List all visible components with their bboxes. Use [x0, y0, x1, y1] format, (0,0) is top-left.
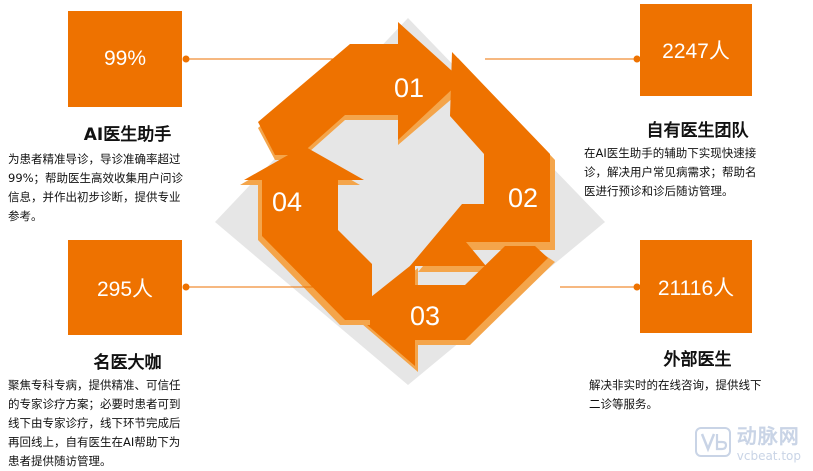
vb-logo-icon — [694, 426, 731, 457]
step-label-01: 01 — [394, 73, 425, 103]
watermark: 动脉网 vcbeat.top — [694, 420, 801, 463]
desc-external-doctors: 解决非实时的在线咨询，提供线下 二诊等服务。 — [589, 376, 809, 414]
desc-line: 99%；帮助医生高效收集用户问诊 — [8, 171, 184, 185]
title-famous-doctors: 名医大咖 — [93, 353, 162, 373]
connector-dot — [182, 283, 190, 291]
desc-line: 解决非实时的在线咨询，提供线下 — [589, 378, 762, 392]
stat-box-external-doctors: 21116人 — [640, 240, 752, 333]
desc-line: 参考。 — [8, 209, 43, 223]
desc-ai-assistant: 为患者精准导诊，导诊准确率超过 99%；帮助医生高效收集用户问诊 信息，并作出初… — [8, 150, 248, 226]
desc-line: 聚焦专科专病，提供精准、可信任 — [8, 378, 181, 392]
arrow-01 — [258, 22, 468, 160]
desc-line: 为患者精准导诊，导诊准确率超过 — [8, 152, 181, 166]
watermark-url: vcbeat.top — [736, 449, 801, 463]
desc-line: 线下由专家诊疗，线下环节完成后 — [8, 416, 181, 430]
desc-line: 在AI医生助手的辅助下实现快速接 — [584, 146, 757, 160]
connector-dot — [182, 55, 190, 63]
connector-dot — [633, 283, 641, 291]
desc-line: 二诊等服务。 — [589, 397, 658, 411]
desc-line: 诊，解决用户常见病需求；帮助名 — [584, 165, 757, 179]
arrow-04 — [240, 146, 372, 325]
step-label-04: 04 — [272, 187, 303, 217]
title-external-doctors: 外部医生 — [663, 350, 732, 370]
step-label-03: 03 — [410, 301, 441, 331]
stat-box-own-doctors: 2247人 — [640, 4, 752, 96]
arrow-02 — [410, 52, 555, 272]
desc-line: 再回线上，自有医生在AI帮助下为 — [8, 435, 181, 449]
stat-box-famous-doctors: 295人 — [68, 240, 182, 335]
step-label-02: 02 — [508, 183, 539, 213]
watermark-name: 动脉网 — [736, 424, 800, 448]
desc-own-doctors: 在AI医生助手的辅助下实现快速接 诊，解决用户常见病需求；帮助名 医进行预诊和诊… — [584, 144, 809, 201]
desc-famous-doctors: 聚焦专科专病，提供精准、可信任 的专家诊疗方案；必要时患者可到 线下由专家诊疗，… — [8, 376, 248, 471]
desc-line: 医进行预诊和诊后随访管理。 — [584, 184, 734, 198]
desc-line: 患者提供随访管理。 — [8, 454, 112, 468]
title-ai-assistant: AI医生助手 — [83, 125, 172, 145]
connector-dot — [633, 55, 641, 63]
arrow-03 — [352, 246, 555, 372]
stat-box-ai-assistant: 99% — [68, 11, 182, 107]
title-own-doctors: 自有医生团队 — [646, 121, 749, 141]
desc-line: 信息，并作出初步诊断，提供专业 — [8, 190, 181, 204]
desc-line: 的专家诊疗方案；必要时患者可到 — [8, 397, 181, 411]
